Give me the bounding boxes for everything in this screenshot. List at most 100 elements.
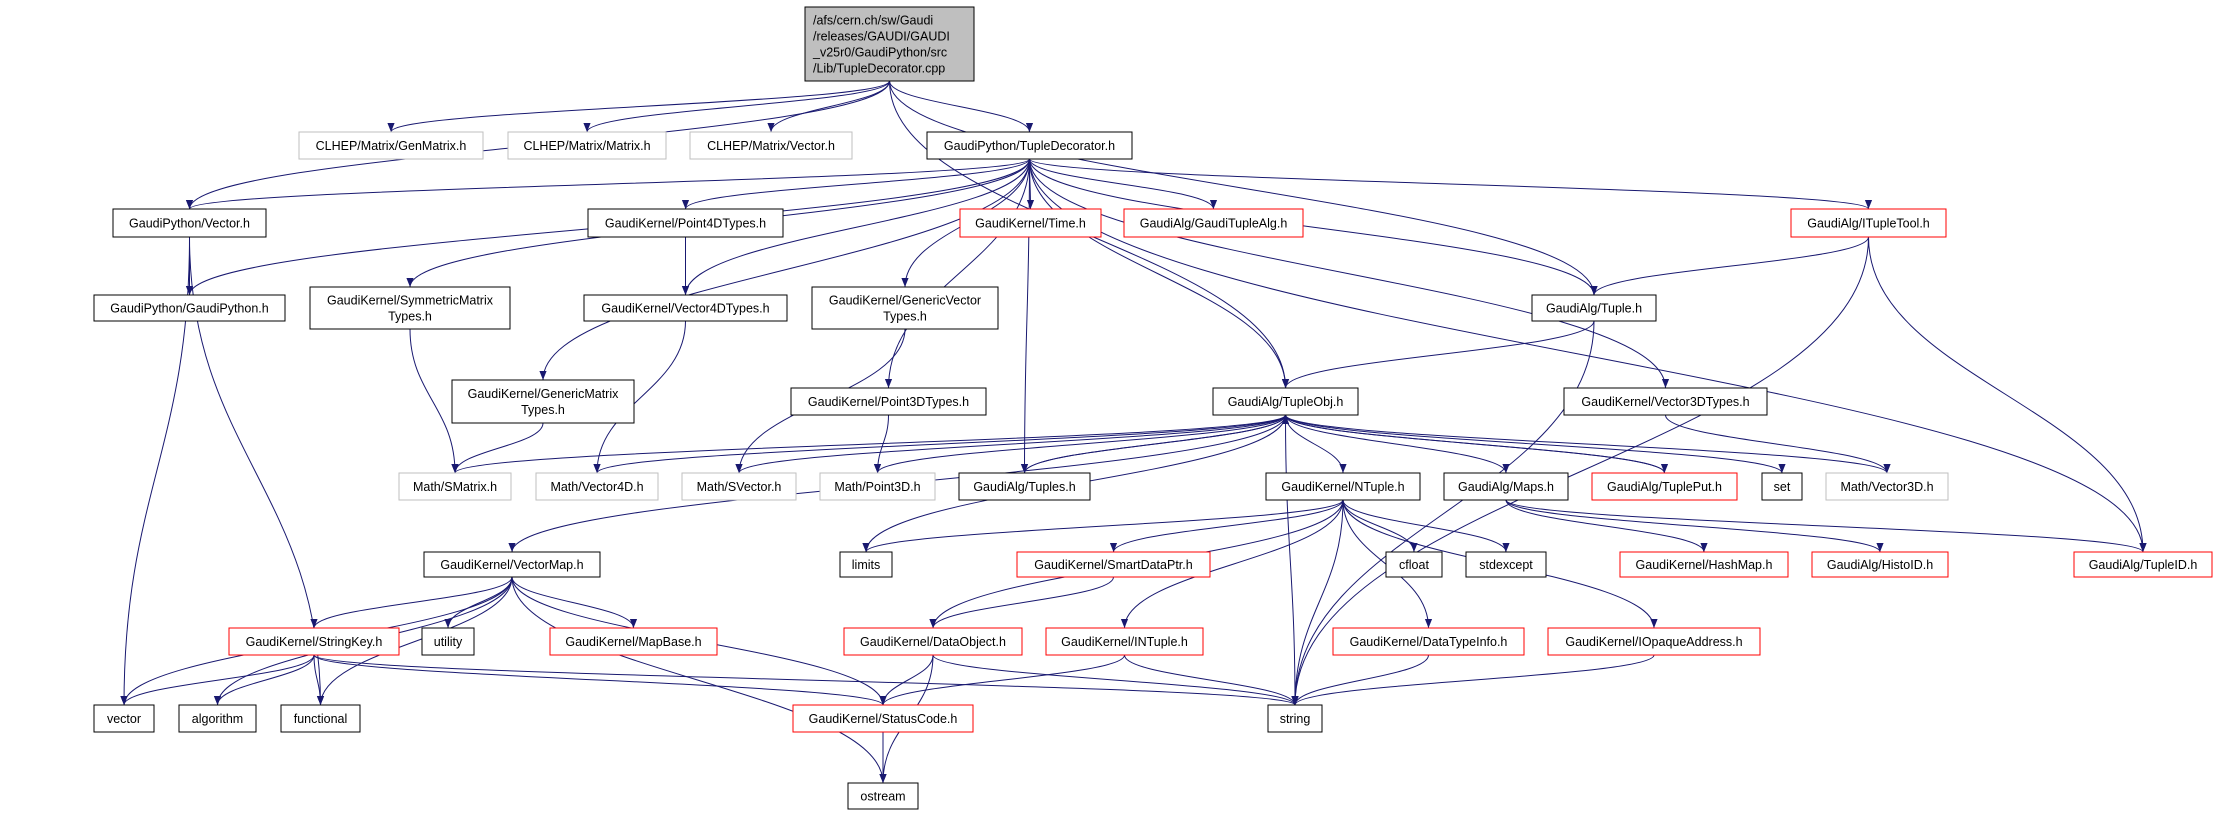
node-ostream[interactable]: ostream [847, 782, 919, 810]
edge-tupleobj-to-svector [735, 414, 1286, 474]
nodes-layer: /afs/cern.ch/sw/Gaudi/releases/GAUDI/GAU… [93, 6, 2213, 810]
node-label: CLHEP/Matrix/Matrix.h [523, 139, 650, 153]
node-box [1385, 551, 1443, 578]
node-ituptool[interactable]: GaudiAlg/ITupleTool.h [1790, 208, 1947, 238]
node-point4d[interactable]: GaudiKernel/Point4DTypes.h [587, 208, 784, 238]
node-gaudipython[interactable]: GaudiPython/GaudiPython.h [93, 294, 286, 322]
node-utility[interactable]: utility [421, 627, 475, 656]
node-label: GaudiAlg/ITupleTool.h [1807, 217, 1930, 231]
node-label: GaudiKernel/Point3DTypes.h [808, 395, 969, 409]
node-label: GaudiKernel/DataTypeInfo.h [1350, 635, 1508, 649]
node-tupleput[interactable]: GaudiAlg/TuplePut.h [1591, 472, 1738, 501]
node-dataobject[interactable]: GaudiKernel/DataObject.h [843, 627, 1023, 656]
node-box [93, 294, 286, 322]
node-label: GaudiKernel/Vector4DTypes.h [601, 302, 769, 316]
node-label: GaudiKernel/VectorMap.h [440, 558, 583, 572]
node-histoid[interactable]: GaudiAlg/HistoID.h [1811, 551, 1949, 578]
node-vector3d[interactable]: Math/Vector3D.h [1825, 472, 1949, 501]
node-vectormap[interactable]: GaudiKernel/VectorMap.h [423, 551, 601, 578]
edge-tuples-to-tupleobj [1024, 414, 1290, 474]
node-set[interactable]: set [1761, 472, 1803, 501]
node-label: /afs/cern.ch/sw/Gaudi [813, 14, 933, 28]
edge-tupledecorator-to-gpvector [186, 158, 1030, 210]
node-matrix[interactable]: CLHEP/Matrix/Matrix.h [507, 131, 667, 160]
edge-stringkey-to-functional [313, 654, 325, 706]
node-tupleid[interactable]: GaudiAlg/TupleID.h [2073, 551, 2213, 578]
node-box [398, 472, 512, 501]
node-statuscode[interactable]: GaudiKernel/StatusCode.h [792, 704, 974, 733]
node-string[interactable]: string [1267, 704, 1323, 733]
node-label: GaudiKernel/SmartDataPtr.h [1034, 558, 1192, 572]
node-box [535, 472, 659, 501]
edge-ituptool-to-tupleid [1868, 236, 2147, 553]
node-label: GaudiPython/GaudiPython.h [110, 302, 268, 316]
node-box [1761, 472, 1803, 501]
edge-maps-to-histoid [1505, 499, 1884, 553]
node-stringkey[interactable]: GaudiKernel/StringKey.h [228, 627, 400, 656]
edge-tupledecorator-to-point3dtypes [884, 158, 1030, 389]
node-gauditupalg[interactable]: GaudiAlg/GaudiTupleAlg.h [1123, 208, 1304, 238]
edge-tupledecorator-to-vector4dtypes [681, 158, 1030, 296]
node-gpvector[interactable]: GaudiPython/Vector.h [112, 208, 267, 238]
node-hashmap[interactable]: GaudiKernel/HashMap.h [1619, 551, 1789, 578]
edge-tupleobj-to-point3d [874, 414, 1286, 474]
node-mapbase[interactable]: GaudiKernel/MapBase.h [549, 627, 718, 656]
node-tupleobj[interactable]: GaudiAlg/TupleObj.h [1212, 387, 1359, 416]
node-intuple[interactable]: GaudiKernel/INTuple.h [1045, 627, 1204, 656]
edge-ntuple-to-intuple [1120, 499, 1344, 629]
node-algorithm[interactable]: algorithm [178, 704, 257, 733]
node-root[interactable]: /afs/cern.ch/sw/Gaudi/releases/GAUDI/GAU… [804, 6, 975, 82]
node-vector4dtypes[interactable]: GaudiKernel/Vector4DTypes.h [583, 294, 788, 322]
edge-intuple-to-statuscode [879, 654, 1125, 706]
node-label: Math/SVector.h [697, 480, 782, 494]
node-clhepvector[interactable]: CLHEP/Matrix/Vector.h [689, 131, 853, 160]
node-label: GaudiKernel/Vector3DTypes.h [1581, 395, 1749, 409]
edge-intuple-to-string [1124, 654, 1299, 706]
node-vector[interactable]: vector [93, 704, 155, 733]
node-cfloat[interactable]: cfloat [1385, 551, 1443, 578]
node-label: GaudiAlg/HistoID.h [1827, 558, 1933, 572]
edge-tupledecorator-to-ituptool [1029, 158, 1872, 210]
node-box [926, 131, 1133, 160]
node-tupledecorator[interactable]: GaudiPython/TupleDecorator.h [926, 131, 1133, 160]
edge-tupledecorator-to-gauditupalg [1029, 158, 1218, 210]
node-maps[interactable]: GaudiAlg/Maps.h [1443, 472, 1569, 501]
node-box [309, 286, 511, 330]
node-functional[interactable]: functional [280, 704, 361, 733]
node-limits[interactable]: limits [839, 551, 893, 578]
node-tuple[interactable]: GaudiAlg/Tuple.h [1531, 294, 1657, 322]
node-label: string [1280, 712, 1311, 726]
node-genmatrix[interactable]: CLHEP/Matrix/GenMatrix.h [298, 131, 484, 160]
node-vector4d[interactable]: Math/Vector4D.h [535, 472, 659, 501]
edge-tupleobj-to-smatrix [451, 414, 1286, 474]
node-box [1591, 472, 1738, 501]
node-label: GaudiKernel/GenericVector [829, 294, 981, 308]
edge-tupleobj-to-vector4d [593, 414, 1286, 474]
node-time[interactable]: GaudiKernel/Time.h [959, 208, 1102, 238]
node-box [1123, 208, 1304, 238]
node-datatypeinfo[interactable]: GaudiKernel/DataTypeInfo.h [1332, 627, 1525, 656]
node-smatrix[interactable]: Math/SMatrix.h [398, 472, 512, 501]
node-box [507, 131, 667, 160]
node-point3d[interactable]: Math/Point3D.h [819, 472, 936, 501]
edge-ntuple-to-limits [862, 499, 1344, 553]
edge-datatypeinfo-to-string [1291, 654, 1429, 706]
node-label: utility [434, 635, 463, 649]
node-box [178, 704, 257, 733]
node-iopaque[interactable]: GaudiKernel/IOpaqueAddress.h [1547, 627, 1761, 656]
node-ntuple[interactable]: GaudiKernel/NTuple.h [1265, 472, 1421, 501]
node-box [421, 627, 475, 656]
node-smartdataptr[interactable]: GaudiKernel/SmartDataPtr.h [1016, 551, 1211, 578]
edge-maps-to-hashmap [1505, 499, 1708, 553]
node-tuples[interactable]: GaudiAlg/Tuples.h [958, 472, 1091, 501]
node-svector[interactable]: Math/SVector.h [681, 472, 797, 501]
node-box [93, 704, 155, 733]
node-stdexcept[interactable]: stdexcept [1465, 551, 1547, 578]
node-label: GaudiKernel/MapBase.h [565, 635, 701, 649]
node-point3dtypes[interactable]: GaudiKernel/Point3DTypes.h [790, 387, 987, 416]
node-vector3dtypes[interactable]: GaudiKernel/Vector3DTypes.h [1563, 387, 1768, 416]
edge-ntuple-to-stdexcept [1342, 499, 1510, 553]
